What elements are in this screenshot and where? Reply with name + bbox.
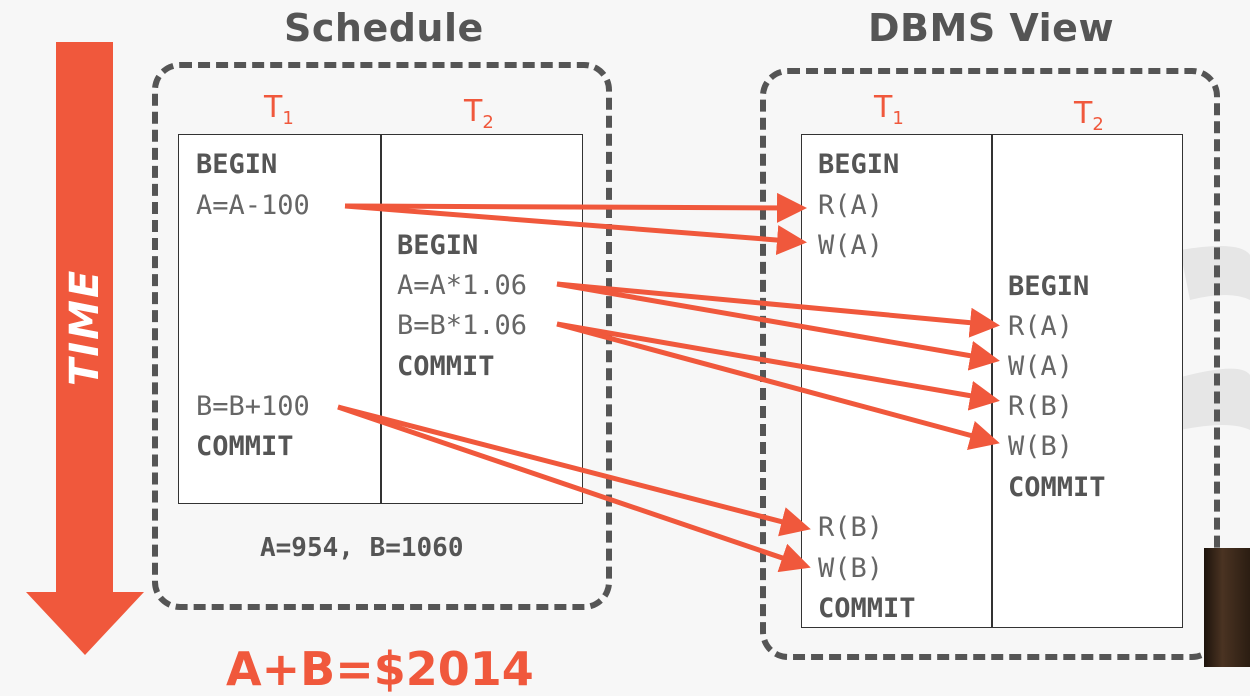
dbms-t2-commit: COMMIT (1008, 472, 1106, 503)
dbms-t2-op: W(B) (1008, 431, 1074, 462)
webcam-thumbnail (1204, 548, 1250, 667)
time-arrow-icon (26, 42, 144, 655)
schedule-title: Schedule (284, 6, 484, 50)
schedule-t2-begin: BEGIN (397, 230, 479, 261)
arrow-t2-a-read (556, 281, 1000, 338)
arrow-t2-b-read (556, 321, 1000, 411)
arrow-t1-a-write (344, 203, 807, 255)
schedule-t1-op: A=A-100 (196, 190, 310, 221)
schedule-t1-label: T1 (264, 90, 294, 129)
arrow-t2-a-write (556, 281, 1000, 371)
dbms-t1-label: T1 (874, 90, 904, 129)
schedule-t2-commit: COMMIT (397, 351, 495, 382)
schedule-t1-commit: COMMIT (196, 431, 294, 462)
dbms-t1-op: W(B) (818, 553, 884, 584)
dbms-t2-op: R(B) (1008, 391, 1074, 422)
dbms-view-frame (760, 68, 1220, 660)
arrow-t1-b-read (337, 404, 811, 537)
schedule-column-divider (380, 135, 382, 503)
dbms-t1-op: W(A) (818, 230, 884, 261)
schedule-t2-label: T2 (464, 94, 494, 133)
dbms-t1-commit: COMMIT (818, 593, 916, 624)
schedule-t2-op: A=A*1.06 (397, 270, 528, 301)
dbms-t1-op: R(A) (818, 190, 884, 221)
dbms-view-title: DBMS View (868, 6, 1115, 50)
sum-total-text: A+B=$2014 (226, 642, 534, 696)
arrow-t1-b-write (337, 404, 811, 573)
mapping-arrows (337, 192, 1000, 573)
dbms-t2-label: T2 (1074, 96, 1104, 135)
dbms-t1-begin: BEGIN (818, 149, 900, 180)
arrow-t1-a-read (344, 192, 807, 223)
dbms-t2-begin: BEGIN (1008, 271, 1090, 302)
schedule-t1-begin: BEGIN (196, 149, 278, 180)
schedule-result: A=954, B=1060 (260, 533, 464, 563)
schedule-t1-op: B=B+100 (196, 391, 310, 422)
dbms-t2-op: R(A) (1008, 311, 1074, 342)
dbms-t1-op: R(B) (818, 512, 884, 543)
dbms-t2-op: W(A) (1008, 351, 1074, 382)
arrow-t2-b-write (556, 321, 1000, 450)
schedule-table (178, 134, 583, 504)
schedule-t2-op: B=B*1.06 (397, 310, 528, 341)
